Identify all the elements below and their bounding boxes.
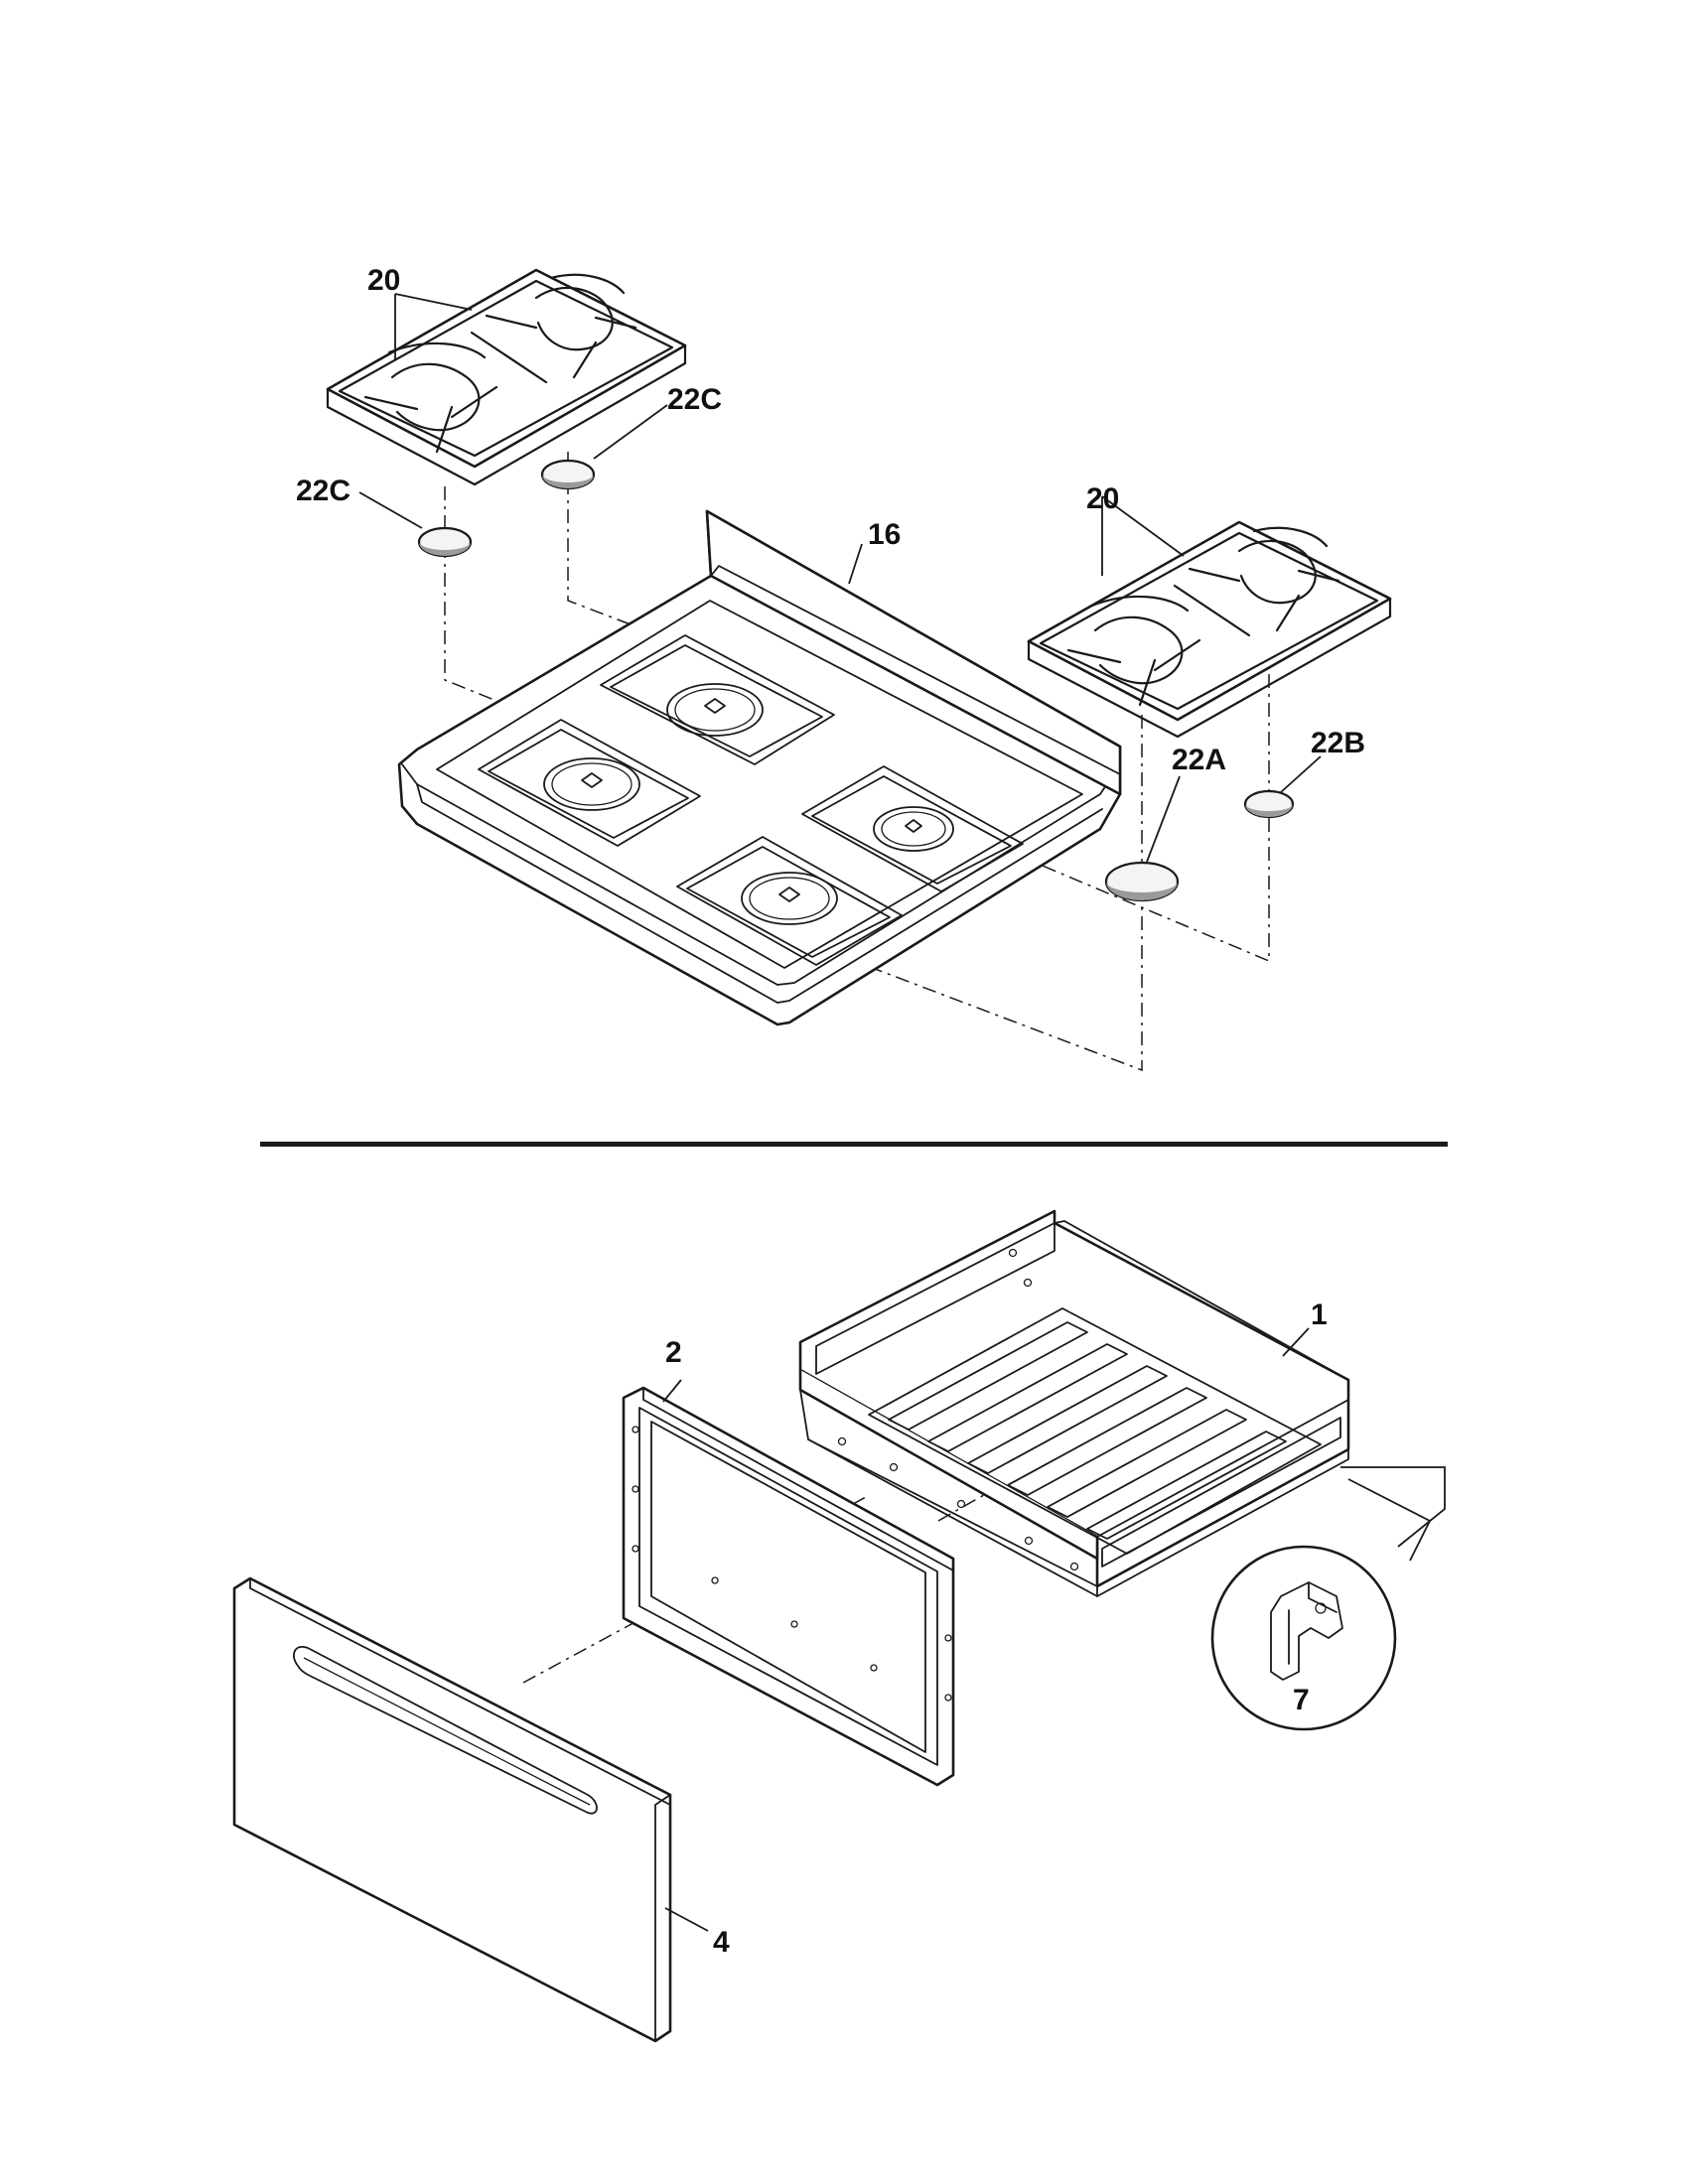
label-22c-left: 22C: [296, 475, 351, 507]
label-22c-back: 22C: [667, 383, 722, 416]
label-2: 2: [665, 1336, 682, 1369]
drawer-front-panel: [232, 1576, 672, 2043]
drawer-liner-frame: [622, 1386, 955, 1787]
label-20-left: 20: [367, 264, 400, 297]
cooktop-assembly: 20 22C 22C 16 20 22A 22B: [296, 264, 1392, 1072]
section-divider: [260, 1142, 1448, 1147]
slide-clip-detail: [1210, 1466, 1446, 1731]
label-20-right: 20: [1086, 482, 1119, 515]
burner-cap-22c-left: [417, 526, 473, 558]
drawer-body: [798, 1209, 1350, 1597]
burner-grate-left: [326, 268, 687, 486]
burner-cap-22a: [1104, 861, 1180, 902]
label-22a: 22A: [1172, 744, 1226, 776]
drawer-assembly: 1 2 4 7: [232, 1209, 1446, 2043]
label-16: 16: [868, 518, 901, 551]
burner-grate-right: [1027, 520, 1392, 739]
leader-lines-bottom: [662, 1327, 1310, 1932]
burner-cap-22b: [1243, 789, 1295, 819]
cooktop-panel: [397, 509, 1122, 1026]
label-22b: 22B: [1311, 727, 1365, 759]
burner-cap-22c-back: [540, 459, 596, 490]
label-4: 4: [713, 1926, 730, 1959]
leader-lines-top: [358, 293, 1322, 863]
label-1: 1: [1311, 1298, 1328, 1331]
label-7: 7: [1293, 1684, 1310, 1716]
